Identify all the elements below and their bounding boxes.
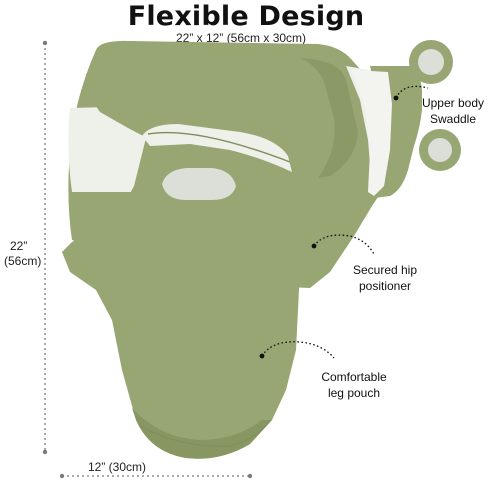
callout-leg-line1: Comfortable [321, 370, 387, 384]
swaddle-hand-tab [162, 168, 236, 200]
swaddle-front-panel [62, 121, 310, 459]
side-dimension-label-inches: 22” [10, 239, 28, 253]
callout-hip: Secured hip positioner [340, 262, 430, 294]
swaddle-upper-flap-shadow [300, 58, 358, 178]
callout-upper-body-line2: Swaddle [429, 112, 477, 126]
dimension-lines [42, 40, 253, 479]
connector-hip-dot [311, 243, 317, 249]
front-panel-seam [147, 131, 291, 163]
callout-hip-line1: Secured hip [352, 263, 418, 277]
page-title: Flexible Design [127, 1, 365, 32]
connector-leg-dot [259, 353, 265, 359]
callout-connectors [259, 85, 429, 359]
callout-upper-body-line1: Upper body [421, 96, 485, 110]
horizontal-dimension-end-left [59, 473, 65, 479]
connector-upper-body [395, 85, 429, 99]
vertical-dimension-end-top [42, 40, 48, 46]
swaddle-front-lining [142, 124, 292, 172]
callout-upper-body: Upper body Swaddle [410, 95, 492, 127]
swaddle-right-wing-lining [352, 70, 392, 196]
side-dimension-label-cm: (56cm) [4, 254, 42, 268]
vertical-dimension-end-bottom [42, 449, 48, 455]
horizontal-dimension-end-right [247, 473, 253, 479]
ear-top-tab [418, 49, 444, 75]
swaddle-front-panel-shade [132, 408, 272, 459]
callout-leg: Comfortable leg pouch [306, 369, 402, 401]
top-dimension-label: 22” x 12” (56cm x 30cm) [176, 31, 307, 45]
connector-upper-body-dot [393, 95, 399, 101]
leg-pouch-seam [139, 419, 271, 447]
callout-hip-line2: positioner [358, 279, 412, 293]
ear-bottom-tab [428, 138, 452, 162]
bottom-dimension-label: 12” (30cm) [88, 460, 147, 474]
callout-leg-line2: leg pouch [327, 386, 381, 400]
connector-hip [313, 234, 375, 255]
